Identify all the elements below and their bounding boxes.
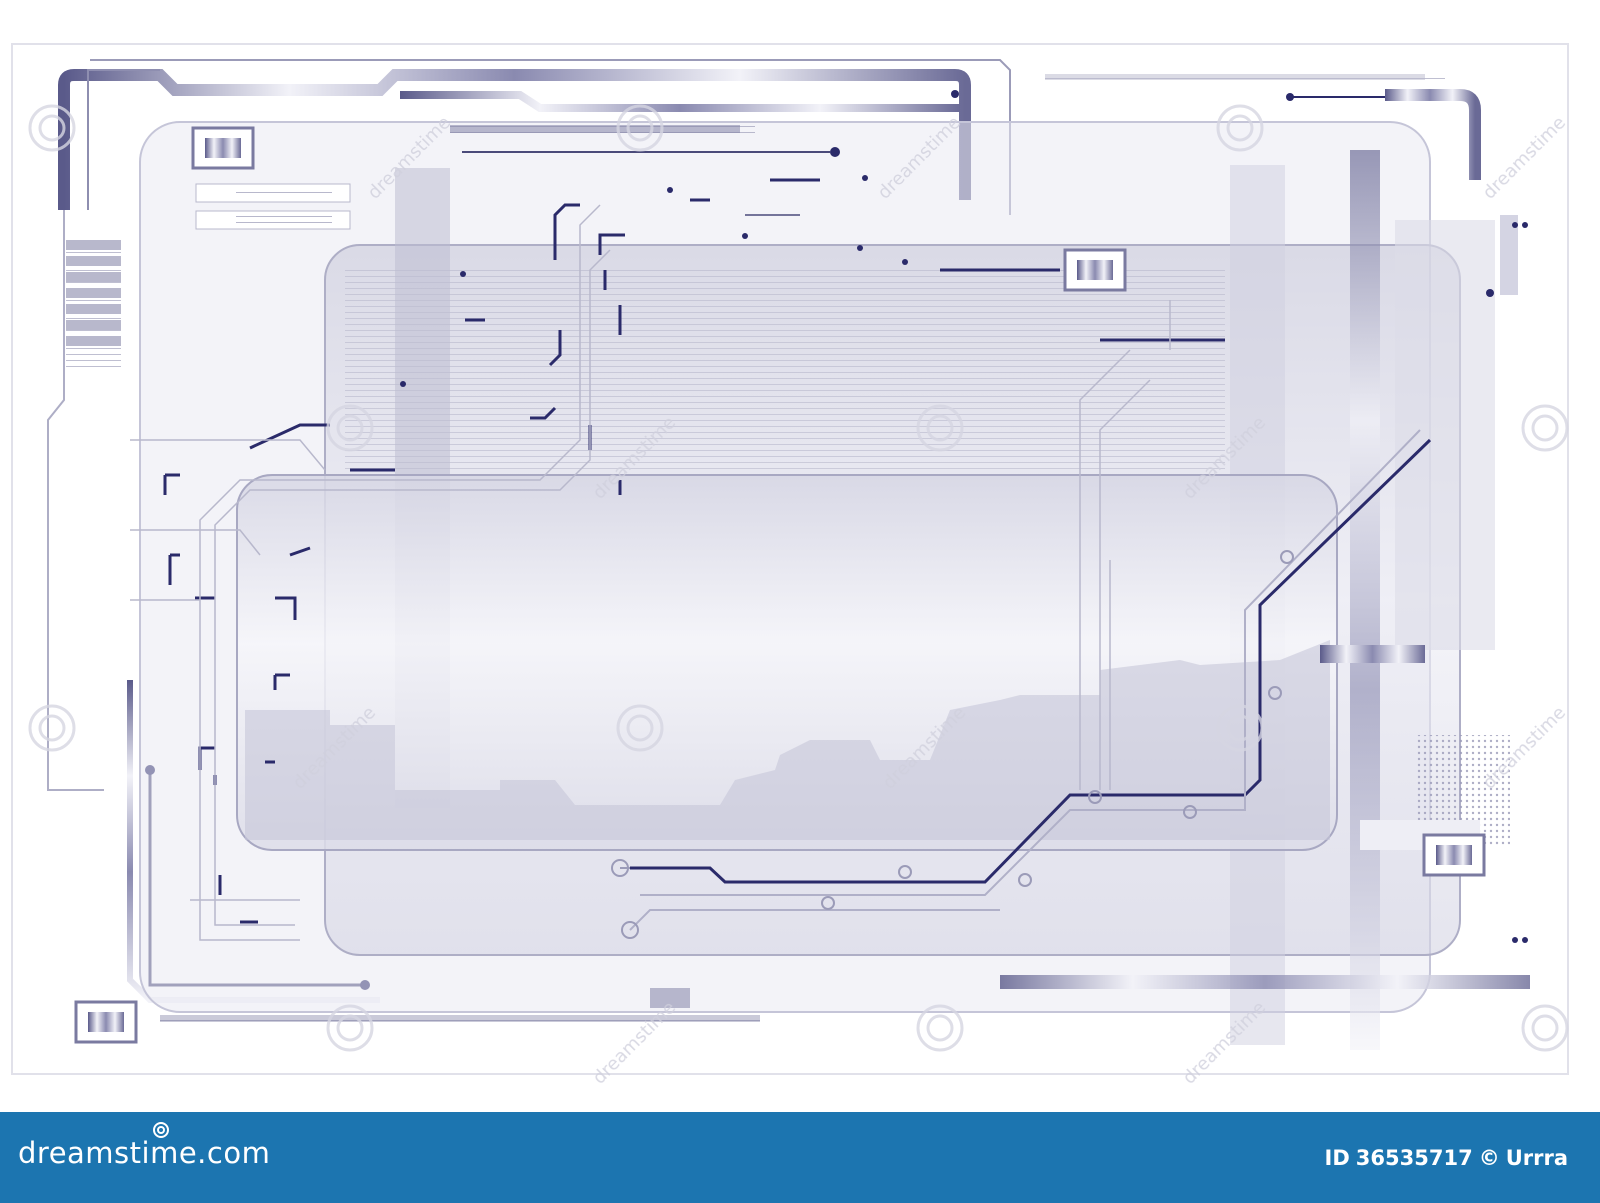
right-strip (1320, 645, 1425, 663)
circuit-artwork: dreamstime dreamstime dreamstime dreamst… (11, 43, 1570, 1089)
chip-right (1422, 833, 1486, 877)
chip-top-left (191, 126, 255, 170)
author-name[interactable]: Urrra (1505, 1146, 1568, 1170)
chip-bottom-left (74, 1000, 138, 1044)
copyright-symbol: © (1478, 1146, 1500, 1170)
top-right-bracket (1385, 89, 1481, 180)
id-label: ID (1324, 1146, 1350, 1170)
dreamstime-logo[interactable]: dreamstime.com (18, 1122, 271, 1170)
top-left-bracket (58, 69, 971, 210)
id-number: 36535717 (1355, 1146, 1473, 1170)
watermark-text: dreamstime (1479, 112, 1570, 203)
logo-text: dreamstime.com (18, 1136, 271, 1170)
logo-swirl-icon (153, 1122, 169, 1138)
chip-center-top (1063, 248, 1127, 292)
outer-frame (11, 43, 1569, 1075)
circuit-traces (163, 178, 1225, 924)
watermark-spirals (28, 104, 1569, 1052)
